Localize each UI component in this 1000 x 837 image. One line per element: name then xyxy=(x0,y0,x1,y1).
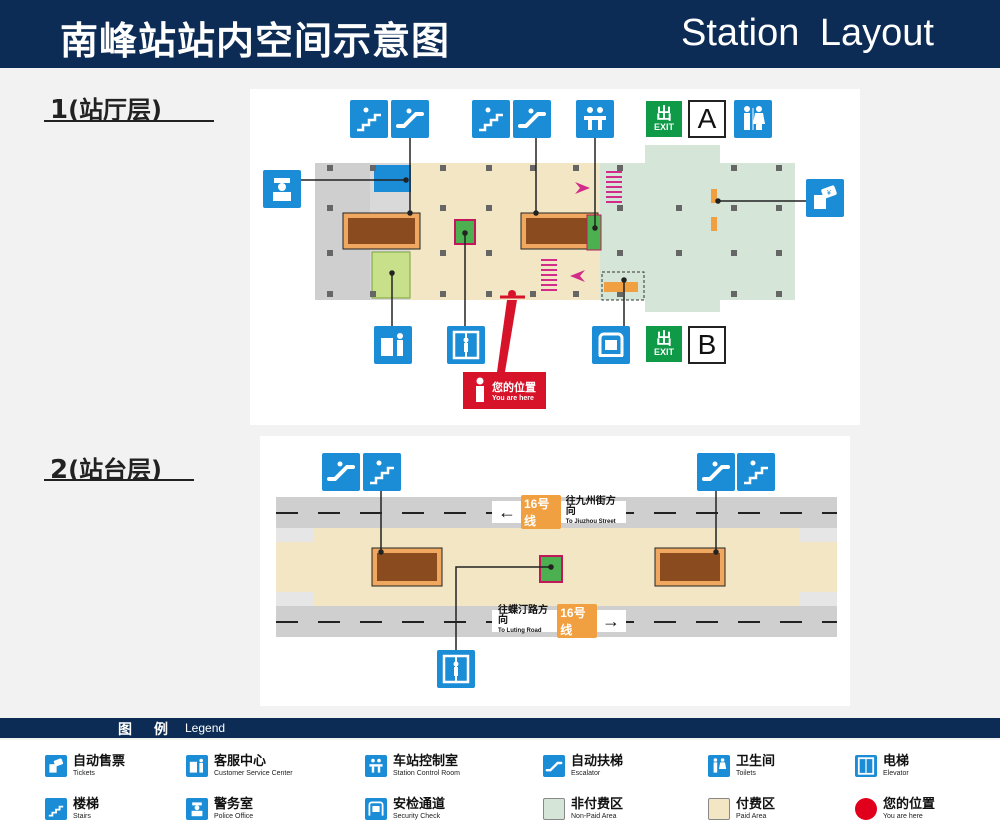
control-room xyxy=(586,214,602,251)
security-check-icon xyxy=(592,326,630,364)
elevator-icon xyxy=(447,326,485,364)
ticket-machine-icon: ¥ xyxy=(806,179,844,217)
exit-a-letter: A xyxy=(688,100,726,138)
non-paid-area xyxy=(600,145,795,312)
legend-header: 图例 Legend xyxy=(0,718,1000,738)
escalator-icon xyxy=(697,453,735,491)
security-check-icon xyxy=(365,798,387,820)
header-bar: 南峰站站内空间示意图 Station Layout xyxy=(0,0,1000,68)
track-lines xyxy=(276,512,837,623)
svg-text:¥: ¥ xyxy=(827,190,831,197)
stairs-icon xyxy=(350,100,388,138)
stairs-icon xyxy=(363,453,401,491)
you-are-here-dot xyxy=(855,798,877,820)
paid-swatch xyxy=(708,798,730,820)
escalator-icon xyxy=(322,453,360,491)
non-paid-swatch xyxy=(543,798,565,820)
level1-underline xyxy=(44,120,214,122)
control-room-icon xyxy=(365,755,387,777)
you-marker-dot xyxy=(508,290,516,298)
escalator-icon xyxy=(513,100,551,138)
page-title: 南峰站站内空间示意图 xyxy=(60,19,451,63)
elevator-icon xyxy=(437,650,475,688)
toilet-icon xyxy=(708,755,730,777)
customer-service-icon xyxy=(374,326,412,364)
escalator-icon xyxy=(543,755,565,777)
security-machine xyxy=(604,282,638,292)
security-area xyxy=(601,271,645,301)
fare-gates-upper xyxy=(606,171,622,203)
escalator-left-steps xyxy=(348,218,415,244)
stairs-icon xyxy=(737,453,775,491)
police-icon xyxy=(263,170,301,208)
leader-lines-1 xyxy=(300,138,808,326)
customer-service-icon xyxy=(186,755,208,777)
stairs-icon xyxy=(472,100,510,138)
control-room-icon xyxy=(576,100,614,138)
level1-title: 1(站厅层) xyxy=(50,95,163,125)
elevator-icon xyxy=(855,755,877,777)
fare-gates-lower xyxy=(541,259,557,291)
stairs-icon xyxy=(45,798,67,820)
person-icon xyxy=(476,377,484,402)
flow-arrow-out xyxy=(570,270,585,282)
you-marker-pointer xyxy=(497,300,517,372)
escalator-right-steps xyxy=(526,218,593,244)
police-icon xyxy=(186,798,208,820)
pillars xyxy=(327,165,782,297)
you-are-here-label: 您的位置 You are here xyxy=(463,372,546,409)
ticket-machines xyxy=(711,189,717,231)
ticket-machine-icon xyxy=(45,755,67,777)
level2-underline xyxy=(44,479,194,481)
flow-arrow-in xyxy=(575,182,590,194)
exit-b-letter: B xyxy=(688,326,726,364)
page-title-en: Station Layout xyxy=(681,12,934,54)
escalator-icon xyxy=(391,100,429,138)
leader-lines-2 xyxy=(378,490,719,650)
toilet-icon xyxy=(734,100,772,138)
